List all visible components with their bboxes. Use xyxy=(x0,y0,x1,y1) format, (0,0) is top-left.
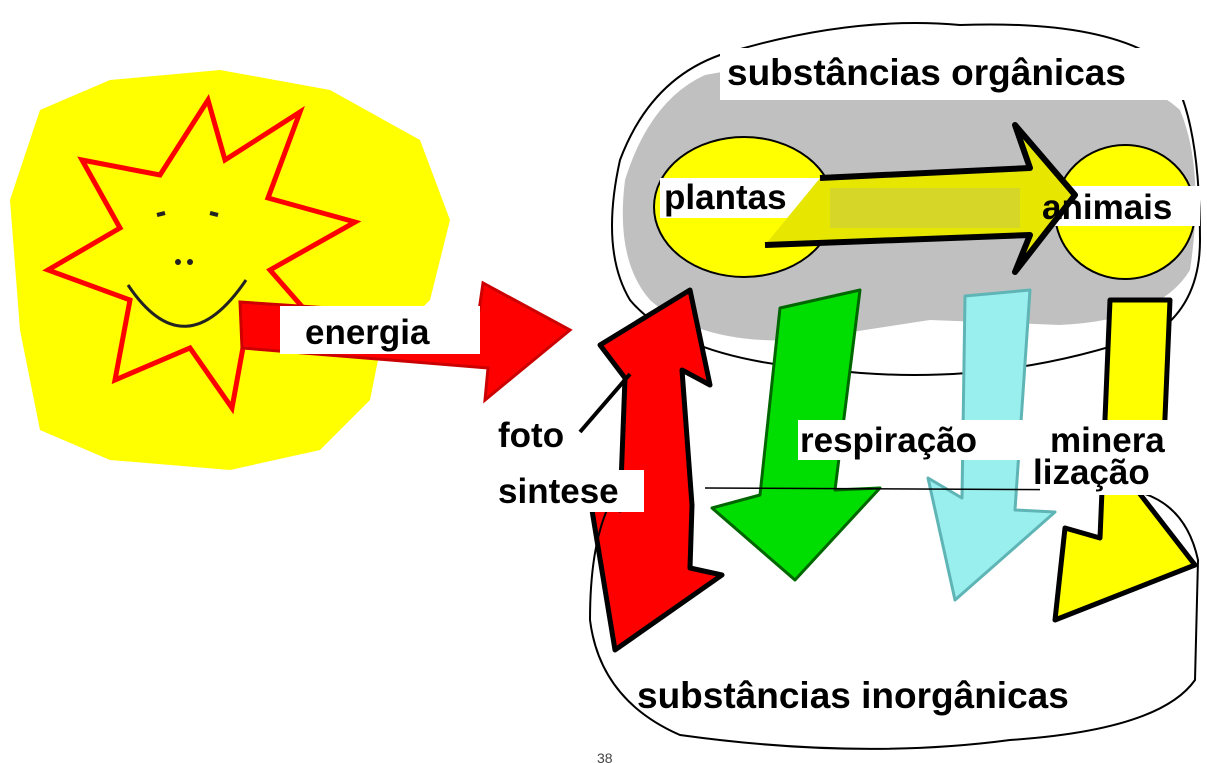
sun-glow xyxy=(10,70,450,470)
animals-label: animais xyxy=(1042,190,1172,225)
energy-label: energia xyxy=(305,315,430,350)
sun-icon xyxy=(10,70,450,470)
respiration-label: respiração xyxy=(800,423,977,458)
photosynthesis-label-line2: sintese xyxy=(498,474,619,509)
plants-label: plantas xyxy=(664,180,787,215)
organic-substances-label: substâncias orgânicas xyxy=(727,54,1126,91)
inorganic-substances-label: substâncias inorgânicas xyxy=(637,677,1069,714)
page-number: 38 xyxy=(597,751,613,763)
consumption-arrow-texture xyxy=(830,188,1020,228)
photosynthesis-label-line1: foto xyxy=(498,418,564,453)
mineralization-label-line2: lização xyxy=(1033,455,1150,490)
